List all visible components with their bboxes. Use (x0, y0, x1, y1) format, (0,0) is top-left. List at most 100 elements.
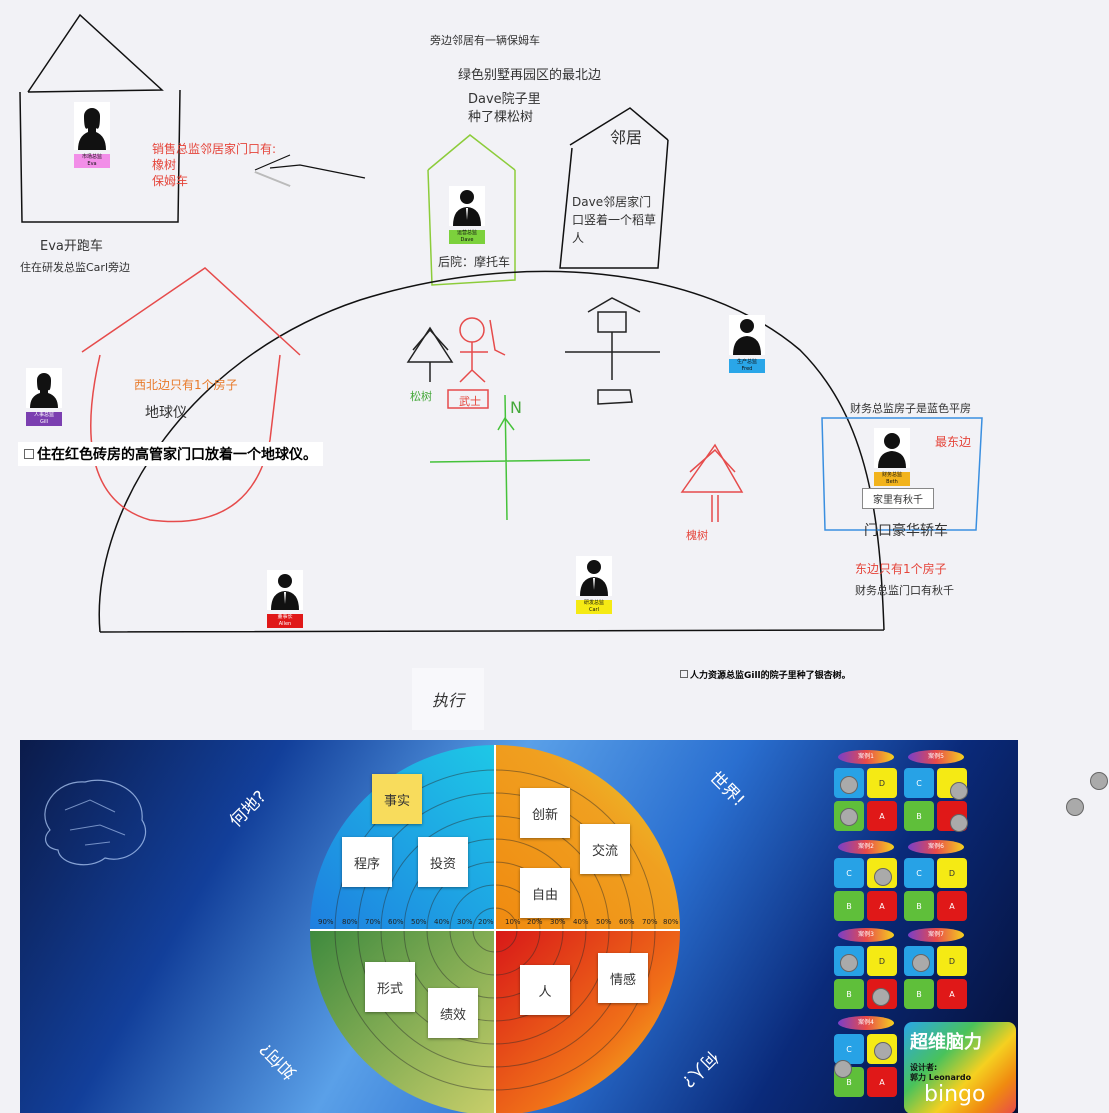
card-a[interactable]: A (867, 1067, 897, 1097)
person-silhouette-icon (449, 186, 485, 226)
finance-house-note: 财务总监房子是蓝色平房 (850, 402, 971, 415)
card-c[interactable]: C (834, 858, 864, 888)
case-label: 案例6 (908, 840, 964, 854)
circular-board (310, 745, 680, 1113)
token-knob[interactable] (840, 808, 858, 826)
box-emotion[interactable]: 情感 (598, 953, 648, 1003)
sales-neighbor-note-2: 橡树 (152, 158, 177, 172)
swing-box: 家里有秋千 (862, 488, 934, 509)
person-silhouette-icon (874, 428, 910, 468)
ring-label: 30% (457, 918, 473, 926)
token-knob[interactable] (840, 954, 858, 972)
token-knob[interactable] (912, 954, 930, 972)
brand-panel: 超维脑力 设计者: 郭力 Leonardo bingo (904, 1022, 1016, 1113)
card-d[interactable]: D (937, 946, 967, 976)
token-knob[interactable] (874, 868, 892, 886)
east-only-note: 东边只有1个房子 (855, 562, 947, 576)
board-panel: 何地? 世界! 如何? 何人? 90% 80% 70% 60% 50% 40% … (20, 740, 1018, 1113)
compass-sketch (429, 394, 591, 521)
token-knob[interactable] (950, 782, 968, 800)
token-knob[interactable] (834, 1060, 852, 1078)
token-knob[interactable] (1090, 772, 1108, 790)
case-group-4[interactable]: 案例4 C B A (834, 1016, 898, 1104)
corner-where: 何地? (225, 786, 271, 832)
box-performance[interactable]: 绩效 (428, 988, 478, 1038)
northwest-note: 西北边只有1个房子 (134, 378, 238, 392)
corner-world: 世界! (705, 767, 749, 811)
card-b[interactable]: B (904, 891, 934, 921)
box-freedom[interactable]: 自由 (520, 868, 570, 918)
card-d[interactable]: D (867, 946, 897, 976)
execute-button[interactable]: 执行 (412, 668, 484, 730)
token-knob[interactable] (1066, 798, 1084, 816)
card-c[interactable]: C (904, 858, 934, 888)
case-group-1[interactable]: 案例1 D A (834, 750, 898, 838)
checkbox[interactable] (680, 670, 688, 678)
corner-who: 何人? (677, 1046, 723, 1092)
card-c[interactable]: C (834, 1034, 864, 1064)
globe-note: 地球仪 (145, 405, 187, 421)
card-c[interactable]: C (904, 768, 934, 798)
ring-label: 60% (619, 918, 635, 926)
hr-check-note: 人力资源总监Gill的院子里种了银杏树。 (680, 668, 851, 681)
case-group-5[interactable]: 案例5 C B (904, 750, 968, 838)
neighbor-label: 邻居 (610, 128, 643, 147)
card-b[interactable]: B (834, 891, 864, 921)
top-note: 旁边邻居有一辆保姆车 (430, 34, 540, 47)
ring-label: 50% (596, 918, 612, 926)
warrior-label: 武士 (459, 395, 481, 408)
dave-neighbor-note-3: 人 (572, 231, 585, 245)
case-group-7[interactable]: 案例7 D B A (904, 928, 968, 1016)
box-innovate[interactable]: 创新 (520, 788, 570, 838)
ring-label: 10% (505, 918, 521, 926)
token-knob[interactable] (950, 814, 968, 832)
card-a[interactable]: A (937, 979, 967, 1009)
case-label: 案例2 (838, 840, 894, 854)
case-group-2[interactable]: 案例2 C B A (834, 840, 898, 928)
globe-check-note: 住在红色砖房的高管家门口放着一个地球仪。 (18, 442, 323, 466)
north-villa-note: 绿色别墅再园区的最北边 (458, 68, 602, 83)
card-a[interactable]: A (867, 801, 897, 831)
dave-neighbor-note-1: Dave邻居家门 (572, 195, 652, 209)
card-b[interactable]: B (904, 979, 934, 1009)
ring-label: 30% (550, 918, 566, 926)
dave-house-sketch (427, 134, 516, 286)
dave-neighbor-note-2: 口竖着一个稻草 (572, 213, 657, 227)
arrow-to-eva (254, 154, 366, 187)
oak-label: 槐树 (686, 529, 708, 542)
box-invest[interactable]: 投资 (418, 837, 468, 887)
checkbox[interactable] (24, 449, 34, 459)
person-silhouette-icon (26, 368, 62, 408)
box-form[interactable]: 形式 (365, 962, 415, 1012)
token-knob[interactable] (840, 776, 858, 794)
card-a[interactable]: A (867, 891, 897, 921)
red-house-sketch (81, 267, 301, 523)
case-group-6[interactable]: 案例6 C D B A (904, 840, 968, 928)
card-b[interactable]: B (904, 801, 934, 831)
case-label: 案例4 (838, 1016, 894, 1030)
card-a[interactable]: A (937, 891, 967, 921)
case-group-3[interactable]: 案例3 D B (834, 928, 898, 1016)
ring-label: 90% (318, 918, 334, 926)
token-knob[interactable] (874, 1042, 892, 1060)
box-exchange[interactable]: 交流 (580, 824, 630, 874)
box-person[interactable]: 人 (520, 965, 570, 1015)
card-b[interactable]: B (834, 979, 864, 1009)
card-d[interactable]: D (867, 768, 897, 798)
box-program[interactable]: 程序 (342, 837, 392, 887)
card-d[interactable]: D (937, 858, 967, 888)
box-fact[interactable]: 事实 (372, 774, 422, 824)
person-silhouette-icon (576, 556, 612, 596)
backyard-note: 后院：摩托车 (438, 255, 511, 269)
brand-title: 超维脑力 (910, 1032, 982, 1053)
token-knob[interactable] (872, 988, 890, 1006)
